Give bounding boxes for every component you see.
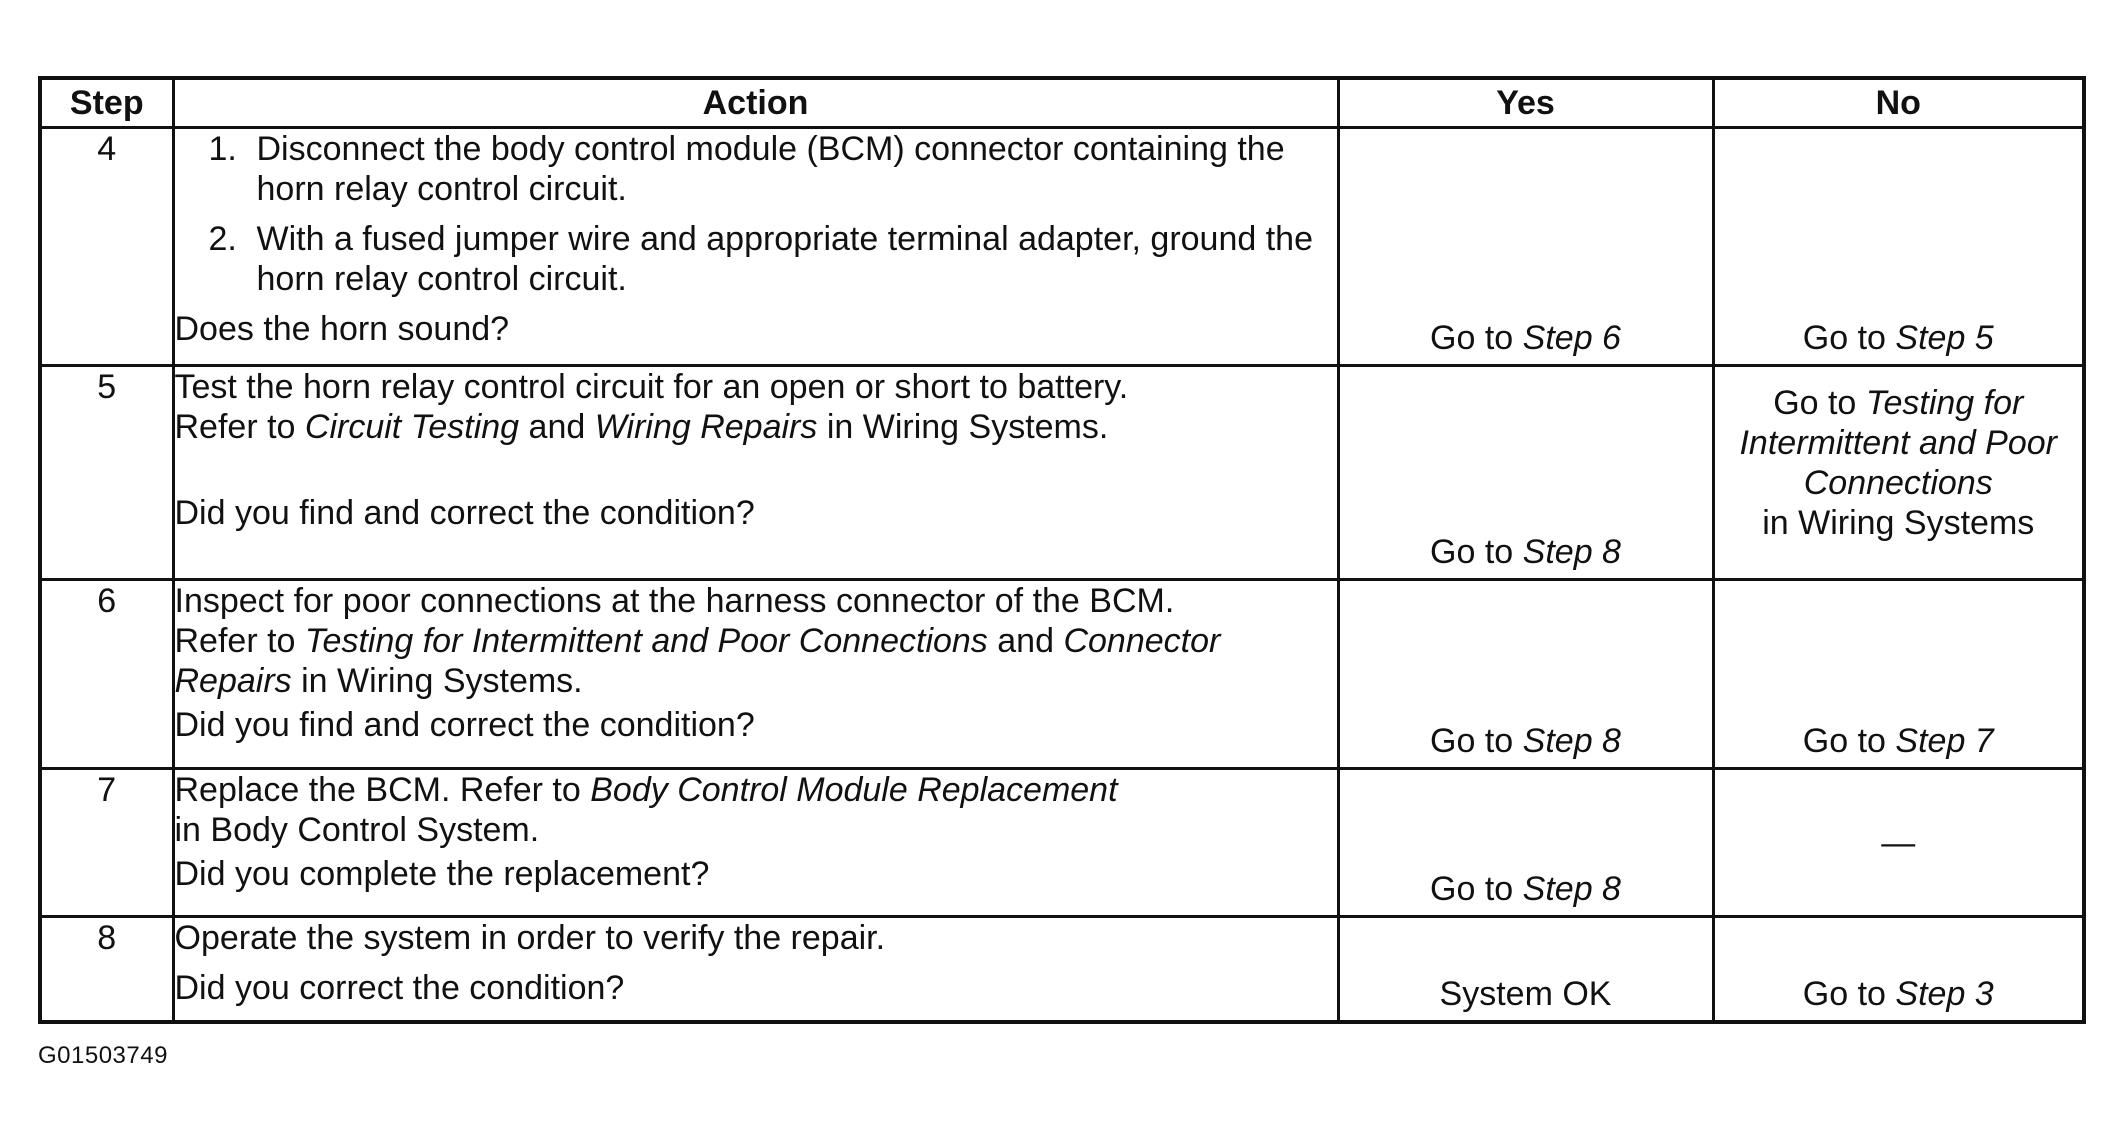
list-item-text: With a fused jumper wire and appropriate… (256, 220, 1314, 298)
action-cell: Test the horn relay control circuit for … (171, 364, 1340, 581)
action-steps-list: 1. Disconnect the body control module (B… (175, 129, 1337, 299)
yes-result: Go to Step 6 (1340, 318, 1712, 358)
go-to-label: Go to (1802, 319, 1886, 357)
action-question: Does the horn sound? (174, 310, 510, 348)
step-number: 8 (38, 915, 175, 1023)
table-row-step-8: 8 Operate the system in order to verify … (38, 915, 2086, 1023)
action-reference: Replace the BCM. Refer to Body Control M… (175, 770, 1337, 810)
action-reference: Refer to Circuit Testing and Wiring Repa… (175, 407, 1337, 447)
action-cell: Replace the BCM. Refer to Body Control M… (171, 767, 1340, 918)
list-item: 1. Disconnect the body control module (B… (175, 129, 1337, 209)
action-reference: Refer to Testing for Intermittent and Po… (175, 621, 1337, 701)
step-link[interactable]: Step 3 (1895, 974, 1994, 1013)
table-row-step-4: 4 1. Disconnect the body control module … (38, 126, 2086, 367)
yes-result: Go to Step 8 (1340, 721, 1712, 761)
action-question: Did you correct the condition? (174, 969, 625, 1007)
action-text: in Body Control System. (174, 811, 540, 849)
action-cell: Inspect for poor connections at the harn… (171, 578, 1340, 770)
reference-text: and (528, 408, 586, 446)
no-result: Go to Step 5 (1715, 318, 2083, 358)
go-to-label: Go to (1773, 384, 1857, 422)
no-cell: Go to Step 5 (1711, 126, 2086, 367)
go-to-label: Go to (1430, 722, 1514, 760)
reference-link[interactable]: Wiring Repairs (594, 408, 818, 446)
list-item-number: 1. (208, 130, 237, 168)
go-to-label: Go to (1802, 974, 1886, 1013)
header-action: Action (171, 76, 1340, 129)
action-cell: 1. Disconnect the body control module (B… (171, 126, 1340, 367)
no-cell: — (1711, 767, 2086, 918)
list-item-number: 2. (208, 220, 237, 258)
reference-link[interactable]: Body Control Module Replacement (590, 771, 1118, 809)
diagnostic-table: Step Action Yes No 4 1. Disconnect the b… (38, 76, 2086, 1024)
header-row: Step Action Yes No (38, 76, 2086, 129)
no-result: Go to Step 7 (1715, 721, 2083, 761)
yes-cell: Go to Step 8 (1336, 578, 1715, 770)
step-link[interactable]: Step 8 (1522, 870, 1621, 908)
reference-link[interactable]: Connector Repairs (174, 622, 1221, 700)
action-question: Did you complete the replacement? (174, 855, 710, 893)
table-row-step-7: 7 Replace the BCM. Refer to Body Control… (38, 767, 2086, 918)
action-text: Test the horn relay control circuit for … (174, 368, 1129, 406)
reference-text: and (997, 622, 1054, 660)
step-link[interactable]: Step 7 (1895, 722, 1994, 760)
yes-result: Go to Step 8 (1340, 869, 1712, 909)
action-text: Operate the system in order to verify th… (174, 919, 886, 957)
step-number: 4 (38, 126, 175, 367)
step-link[interactable]: Step 6 (1522, 319, 1621, 357)
list-item-text: Disconnect the body control module (BCM)… (256, 130, 1285, 208)
reference-text: Replace the BCM. Refer to (174, 771, 581, 809)
step-number: 7 (38, 767, 175, 918)
no-result: Go to Testing for Intermittent and Poor … (1715, 367, 2083, 543)
table-row-step-6: 6 Inspect for poor connections at the ha… (38, 578, 2086, 770)
step-link[interactable]: Step 5 (1895, 319, 1994, 357)
yes-cell: System OK (1336, 915, 1715, 1023)
reference-text: Refer to (174, 408, 296, 446)
figure-id: G01503749 (38, 1042, 168, 1069)
header-step: Step (38, 76, 175, 129)
table-row-step-5: 5 Test the horn relay control circuit fo… (38, 364, 2086, 581)
diagnostic-table-container: Step Action Yes No 4 1. Disconnect the b… (38, 76, 2086, 1024)
action-question: Did you find and correct the condition? (174, 494, 755, 532)
step-number: 5 (38, 364, 175, 581)
reference-text: in Wiring Systems. (826, 408, 1109, 446)
reference-text: in Wiring Systems (1762, 504, 2035, 542)
go-to-label: Go to (1430, 533, 1514, 571)
reference-text: in Wiring Systems. (301, 662, 583, 700)
yes-result: System OK (1439, 974, 1612, 1013)
step-link[interactable]: Step 8 (1522, 722, 1621, 760)
reference-link[interactable]: Testing for Intermittent and Poor Connec… (1739, 384, 2057, 502)
go-to-label: Go to (1802, 722, 1886, 760)
no-cell: Go to Step 7 (1711, 578, 2086, 770)
no-cell: Go to Testing for Intermittent and Poor … (1711, 364, 2086, 581)
yes-cell: Go to Step 8 (1336, 767, 1715, 918)
action-question: Did you find and correct the condition? (174, 706, 755, 744)
step-link[interactable]: Step 8 (1522, 533, 1621, 571)
action-text: Inspect for poor connections at the harn… (174, 582, 1175, 620)
reference-link[interactable]: Testing for Intermittent and Poor Connec… (304, 622, 988, 660)
yes-cell: Go to Step 6 (1336, 126, 1715, 367)
header-no: No (1711, 76, 2086, 129)
step-number: 6 (38, 578, 175, 770)
go-to-label: Go to (1430, 870, 1514, 908)
list-item: 2. With a fused jumper wire and appropri… (175, 219, 1337, 299)
no-cell: Go to Step 3 (1711, 915, 2086, 1023)
no-result-dash: — (1881, 823, 1916, 862)
action-cell: Operate the system in order to verify th… (171, 915, 1340, 1023)
reference-text: Refer to (174, 622, 296, 660)
reference-link[interactable]: Circuit Testing (304, 408, 520, 446)
go-to-label: Go to (1430, 319, 1514, 357)
no-result: Go to Step 3 (1715, 974, 2083, 1014)
header-yes: Yes (1336, 76, 1715, 129)
yes-result: Go to Step 8 (1340, 532, 1712, 572)
yes-cell: Go to Step 8 (1336, 364, 1715, 581)
